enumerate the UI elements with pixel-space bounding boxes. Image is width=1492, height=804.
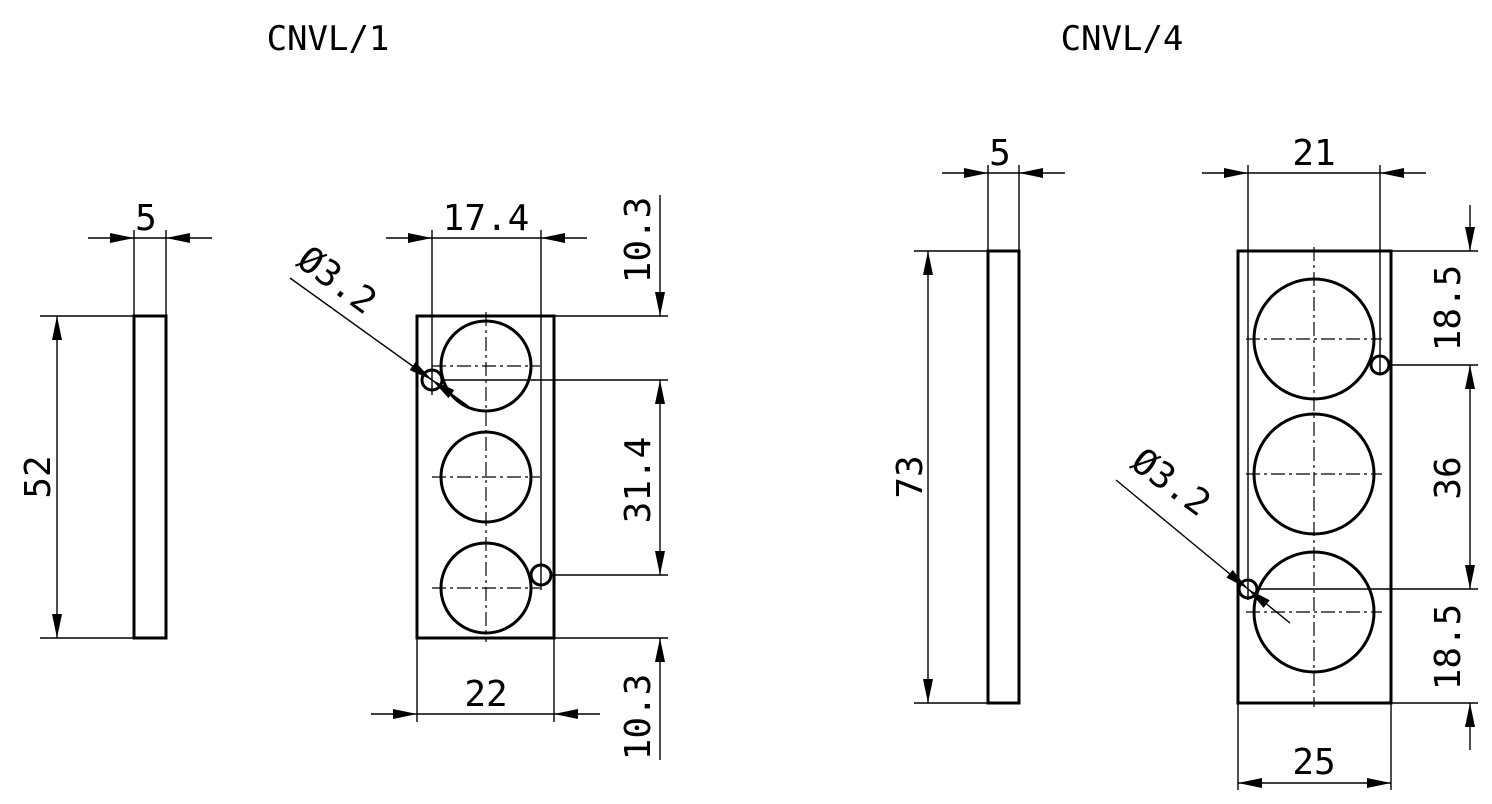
bottom-offset-dim: 18.5 [1428, 604, 1469, 691]
top-offset-dim: 18.5 [1428, 265, 1469, 352]
front-view: 17.4 22 10.3 31.4 10.3 Ø3.2 [289, 195, 668, 761]
height-dim: 73 [890, 455, 931, 498]
width-dim: 25 [1292, 742, 1335, 783]
height-dim: 52 [18, 455, 59, 498]
width-dim: 22 [464, 674, 507, 715]
bottom-offset-dim: 10.3 [618, 674, 659, 761]
thickness-dim: 5 [135, 198, 157, 239]
thickness-dim: 5 [989, 133, 1011, 174]
hole-diameter-dim: Ø3.2 [290, 239, 384, 323]
side-view: 5 52 [18, 198, 212, 640]
hole-spacing-dim: 21 [1292, 133, 1335, 174]
drawing-title: CNVL/1 [267, 19, 390, 59]
drawing-cnvl-4: CNVL/4 5 73 [890, 19, 1478, 790]
hole-diameter-dim: Ø3.2 [1124, 441, 1218, 525]
top-offset-dim: 10.3 [618, 197, 659, 284]
drawing-cnvl-1: CNVL/1 5 52 [18, 19, 668, 760]
pitch-dim: 31.4 [618, 437, 659, 524]
side-view: 5 73 [890, 133, 1065, 705]
side-profile [986, 249, 1021, 705]
front-view: 21 25 18.5 36 18.5 Ø3.2 [1115, 133, 1478, 790]
side-profile [132, 314, 168, 640]
drawing-title: CNVL/4 [1061, 19, 1184, 59]
hole-spacing-dim: 17.4 [443, 198, 530, 239]
pitch-dim: 36 [1428, 456, 1469, 499]
